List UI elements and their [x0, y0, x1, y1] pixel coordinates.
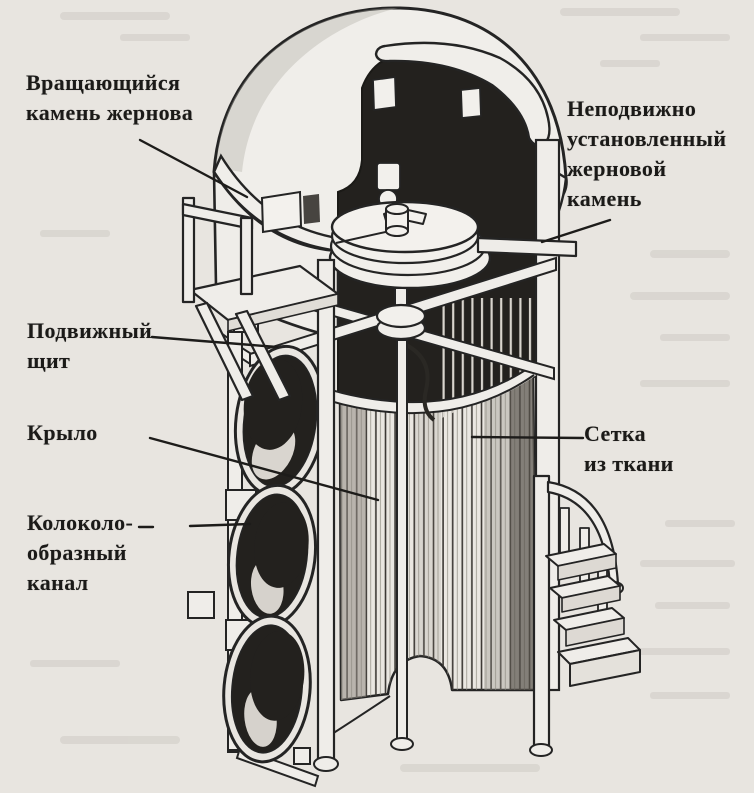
leader-rotating-millstone: [138, 138, 249, 199]
platform-brace-1: [194, 301, 255, 402]
shaft-bearing-block: [376, 162, 401, 191]
bell-channel-opening-3: [222, 614, 312, 764]
millstones: [328, 200, 578, 290]
leader-bell-channel: [188, 522, 252, 528]
platform-brace-2: [234, 309, 292, 402]
platform: [181, 196, 340, 402]
railing-post-right: [239, 216, 254, 296]
leader-fixed-millstone: [540, 218, 612, 244]
drive-shaft-lower: [396, 339, 408, 741]
curved-bracket: [399, 340, 436, 422]
mesh-drum: [331, 298, 539, 735]
mesh-slats: [340, 375, 537, 700]
dome-arch-rib: [374, 41, 551, 147]
label-fixed-millstone: Неподвижно установленный жерновой камень: [567, 96, 727, 211]
bell-channel-openings: [222, 344, 327, 764]
leader-lines: [137, 138, 612, 529]
shaft-foot: [390, 737, 414, 751]
dome-window-left: [372, 75, 397, 112]
bell-channel-opening-1: [233, 344, 327, 498]
leader-wing: [148, 436, 380, 502]
platform-edge: [227, 293, 339, 332]
label-rotating-millstone: Вращающийся камень жернова: [26, 70, 194, 125]
drum-bottom-curve: [331, 695, 391, 735]
railing-post-left: [181, 196, 196, 304]
dome-window-right: [460, 87, 482, 119]
stone-shelf: [476, 236, 578, 258]
label-wing: Крыло: [27, 420, 98, 445]
spiral-staircase: [529, 474, 641, 757]
dome-shading: [216, 8, 398, 172]
wall-window-shadow: [303, 194, 320, 224]
stair-newel-pole: [532, 474, 551, 748]
grain-hopper: [383, 203, 427, 237]
rail-bracket: [187, 591, 215, 619]
bell-channel-opening-2: [226, 483, 318, 629]
shaft-hub: [375, 303, 427, 329]
wall-window: [260, 190, 303, 234]
front-post: [313, 258, 339, 772]
paper-texture: [30, 8, 735, 772]
leader-fabric-mesh: [470, 435, 585, 440]
dome-windows: [372, 75, 482, 209]
leader-movable-shield: [150, 335, 279, 349]
label-bell-channel: Колоколо- образный канал: [27, 510, 134, 595]
label-fabric-mesh: Сетка из ткани: [584, 421, 674, 476]
brace-block: [293, 747, 311, 765]
label-movable-shield: Подвижный щит: [27, 318, 153, 373]
